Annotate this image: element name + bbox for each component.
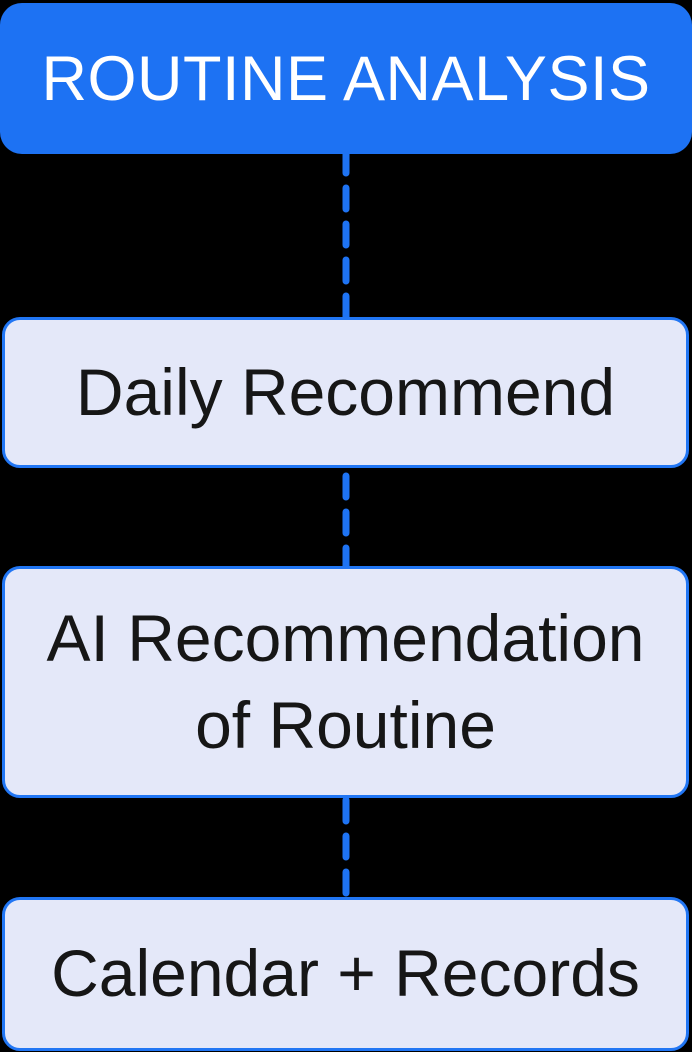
node-ai-recommendation-label: AI Recommendation of Routine: [46, 600, 645, 762]
node-daily-recommend: Daily Recommend: [2, 317, 689, 468]
node-calendar-records: Calendar + Records: [2, 897, 689, 1051]
node-daily-recommend-label: Daily Recommend: [75, 354, 616, 429]
node-ai-recommendation: AI Recommendation of Routine: [2, 566, 689, 798]
node-calendar-records-label: Calendar + Records: [51, 936, 640, 1011]
title-node-label: ROUTINE ANALYSIS: [41, 43, 651, 114]
title-node: ROUTINE ANALYSIS: [0, 3, 692, 154]
